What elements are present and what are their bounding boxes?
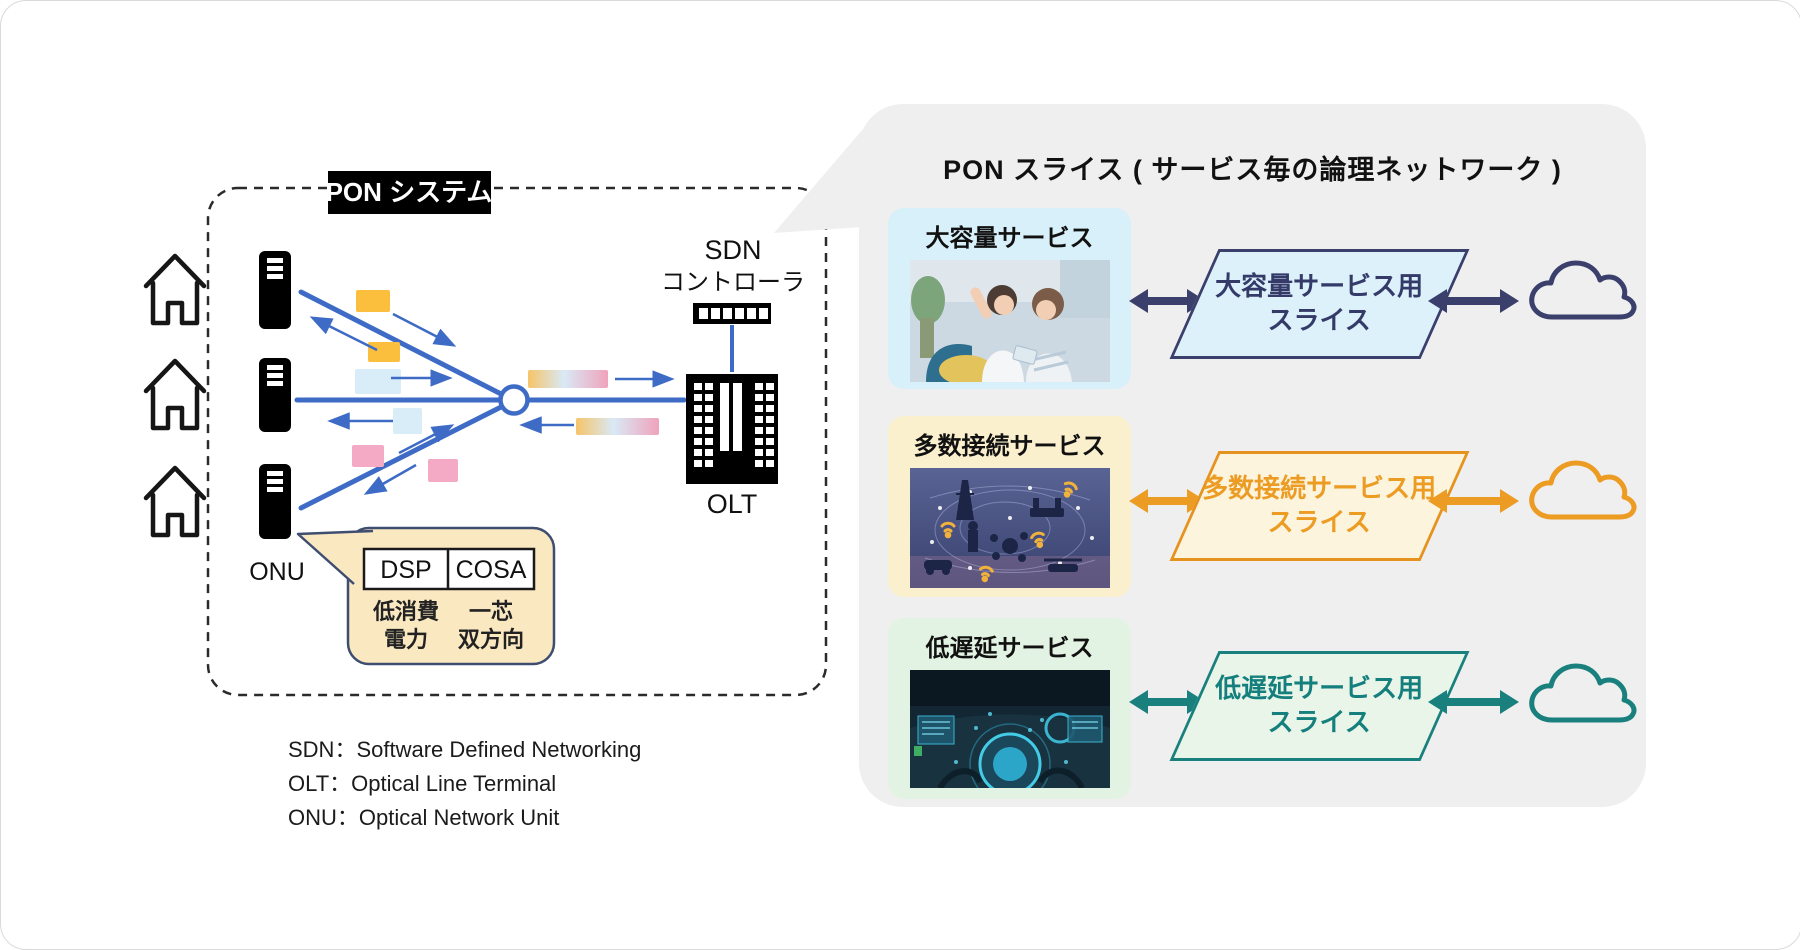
sdn-label-line2: コントローラ <box>661 269 805 296</box>
sdn-label-line1: SDN <box>704 235 761 265</box>
service-card: 多数接続サービス <box>888 416 1131 597</box>
dsp-label: DSP <box>380 556 431 584</box>
service-photo-smartphone-users <box>909 260 1110 382</box>
onu-callout: DSP COSA 低消費 電力 一芯 双方向 <box>296 526 556 666</box>
legend-line: ONU：Optical Network Unit <box>288 805 559 830</box>
house-icon <box>143 358 207 431</box>
service-photo-iot-network <box>909 468 1110 588</box>
traffic-arrows <box>309 312 675 495</box>
packet-pink <box>428 459 458 482</box>
cloud-icon <box>1529 460 1637 520</box>
legend-line: OLT：Optical Line Terminal <box>288 771 556 796</box>
multiplexed-slices-packet <box>576 418 659 435</box>
onu-icon <box>259 358 291 432</box>
abbreviation-legend: SDN：Software Defined Networking OLT：Opti… <box>288 737 641 830</box>
pon-system-diagram: PON システム <box>143 171 828 830</box>
packet-lightblue <box>393 408 422 434</box>
cosa-note-line2: 双方向 <box>458 627 524 652</box>
callout-tail <box>296 529 374 585</box>
service-card: 大容量サービス <box>888 208 1131 389</box>
optical-splitter-icon <box>498 384 530 416</box>
service-card-title: 低遅延サービス <box>925 635 1094 662</box>
sdn-controller: SDN コントローラ <box>661 235 805 372</box>
bidirectional-arrow <box>1428 690 1519 714</box>
cloud-icon <box>1529 260 1637 320</box>
house-icon <box>143 465 207 538</box>
house-icon <box>143 253 207 326</box>
service-card-title: 多数接続サービス <box>913 433 1106 460</box>
packet-orange <box>356 290 390 312</box>
pon-system-label: PON システム <box>326 171 493 214</box>
slice-label-line1: 多数接続サービス用 <box>1202 473 1437 504</box>
legend-line: SDN：Software Defined Networking <box>288 737 641 762</box>
slice-label-line2: スライス <box>1267 707 1372 737</box>
slice-label-line1: 大容量サービス用 <box>1215 271 1424 302</box>
multiplexed-slices-packet <box>528 370 608 388</box>
bidirectional-arrow <box>1428 289 1519 313</box>
olt-label: OLT <box>707 489 758 519</box>
packet-lightblue <box>355 369 401 394</box>
cosa-note-line1: 一芯 <box>469 599 513 624</box>
dsp-note-line2: 電力 <box>384 627 428 652</box>
onu-devices: ONU <box>249 251 305 586</box>
pon-slice-panel: PON スライス ( サービス毎の論理ネットワーク ) 大容量サービス <box>859 104 1646 807</box>
onu-icon <box>259 251 291 329</box>
packet-orange <box>368 342 400 362</box>
service-photo-connected-car <box>909 670 1110 788</box>
slice-parallelogram: 多数接続サービス用 スライス <box>1169 451 1470 561</box>
slice-label-line1: 低遅延サービス用 <box>1215 673 1424 704</box>
pon-system-label-text: PON システム <box>326 177 493 207</box>
slice-parallelogram: 大容量サービス用 スライス <box>1169 249 1470 359</box>
cosa-label: COSA <box>456 556 527 584</box>
dsp-note-line1: 低消費 <box>372 599 439 624</box>
bidirectional-arrow <box>1428 489 1519 513</box>
packet-pink <box>352 445 384 467</box>
olt-building-icon: OLT <box>686 374 778 519</box>
slice-label-line2: スライス <box>1267 305 1372 335</box>
packets <box>352 290 659 482</box>
panel-title: PON スライス ( サービス毎の論理ネットワーク ) <box>943 155 1562 185</box>
slice-label-line2: スライス <box>1267 507 1372 537</box>
pon-system-boundary <box>206 186 828 697</box>
service-card: 低遅延サービス <box>888 618 1131 799</box>
cloud-icon <box>1529 663 1637 723</box>
slice-parallelogram: 低遅延サービス用 スライス <box>1169 651 1470 761</box>
panel-tail <box>774 129 863 233</box>
service-card-title: 大容量サービス <box>925 225 1094 252</box>
onu-icon <box>259 464 291 539</box>
optical-fibers <box>294 289 687 511</box>
onu-label: ONU <box>249 558 305 586</box>
